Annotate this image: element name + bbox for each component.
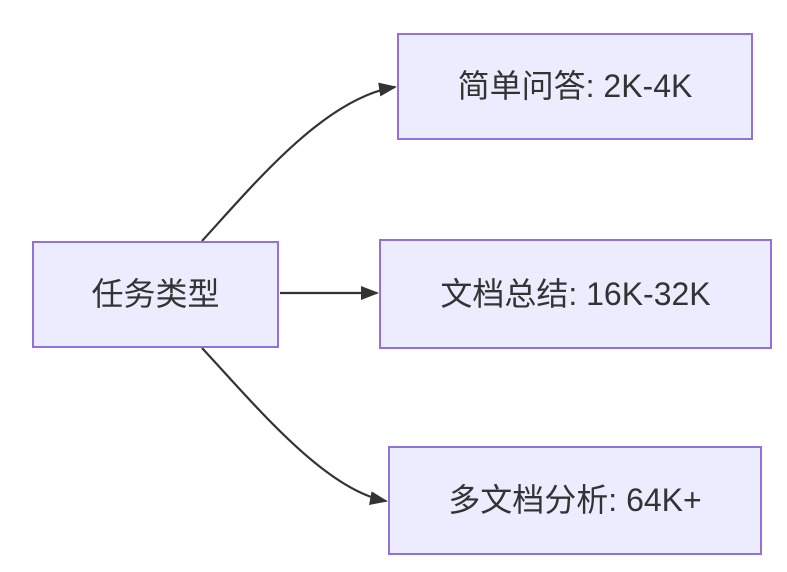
node-multidoc-analysis: 多文档分析: 64K+ — [388, 446, 762, 555]
node-multidoc-analysis-label: 多文档分析: 64K+ — [448, 482, 702, 519]
edge-root-to-simple-qa — [201, 82, 397, 242]
node-simple-qa: 简单问答: 2K-4K — [397, 33, 753, 140]
node-task-type-label: 任务类型 — [91, 276, 220, 313]
node-doc-summary-label: 文档总结: 16K-32K — [440, 275, 711, 312]
node-doc-summary: 文档总结: 16K-32K — [379, 239, 772, 349]
node-task-type: 任务类型 — [32, 241, 279, 348]
edge-root-to-multidoc-analysis — [201, 347, 388, 506]
node-simple-qa-label: 简单问答: 2K-4K — [457, 68, 693, 105]
